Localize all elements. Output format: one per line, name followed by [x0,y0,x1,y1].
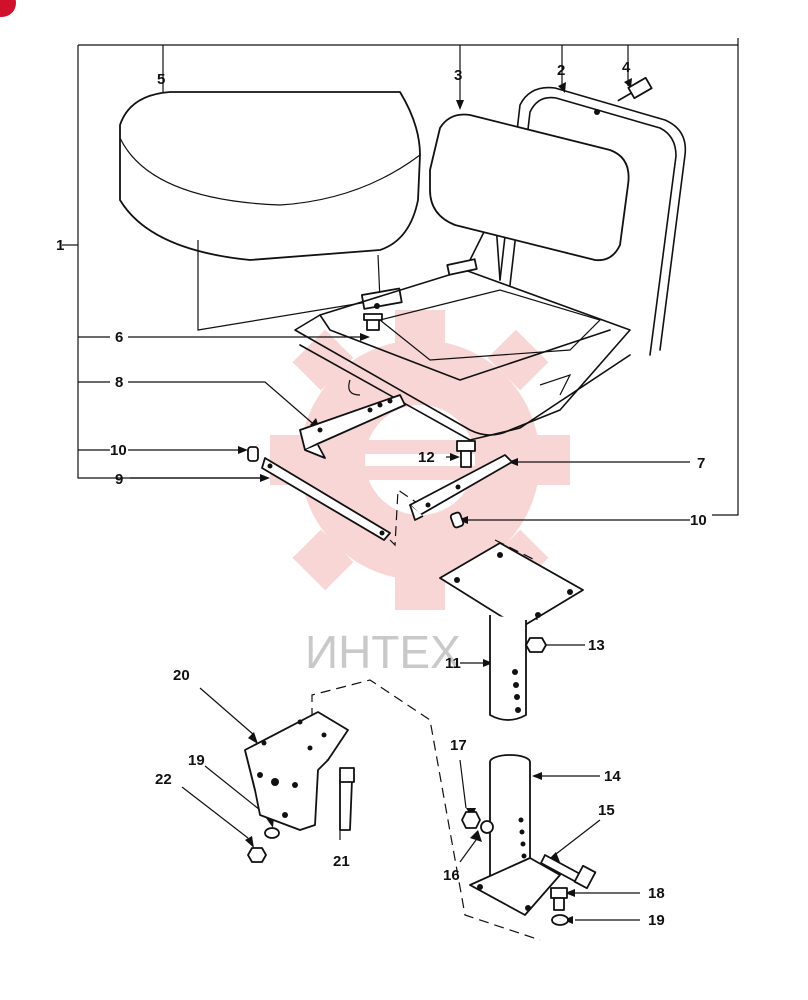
callout-5: 5 [157,71,165,88]
callout-12: 12 [418,449,435,466]
callout-20: 20 [173,667,190,684]
callout-10-left: 10 [110,442,127,459]
washer-16 [480,820,494,834]
dashed-guide-20 [311,679,541,941]
callout-4: 4 [622,59,631,76]
callout-7: 7 [697,455,705,472]
bolt-12 [456,440,476,468]
pin-10-left [247,446,259,462]
callout-9: 9 [115,471,123,488]
nut-17 [461,811,481,829]
callout-22: 22 [155,771,172,788]
bracket-7 [409,454,513,521]
callout-6: 6 [115,329,123,346]
washer-19-right [551,914,569,926]
callout-14: 14 [604,768,621,785]
washer-19-left [264,827,280,839]
callout-1: 1 [56,237,64,254]
callout-16: 16 [443,867,460,884]
callout-2: 2 [557,62,565,79]
seat-cushion [119,91,421,331]
bolt-15 [540,854,597,890]
callout-19-right: 19 [648,912,665,929]
callout-8: 8 [115,374,123,391]
callout-13: 13 [588,637,605,654]
bracket-20 [244,711,349,831]
callout-15: 15 [598,802,615,819]
seat-frame [294,86,687,441]
corner-mark [0,0,16,17]
bar-9 [261,457,391,541]
watermark-text: ИНТЕХ [305,626,461,678]
callout-17: 17 [450,737,467,754]
callout-19-left: 19 [188,752,205,769]
socket-14 [469,754,561,916]
callout-21: 21 [333,853,350,870]
callout-11: 11 [445,655,461,672]
bolt-6 [363,313,383,331]
seat-post-11 [439,542,584,721]
callout-10-right: 10 [690,512,707,529]
callout-3: 3 [454,67,462,84]
assembly-bracket [62,38,739,516]
bolt-4 [617,76,653,102]
bolt-18 [550,887,568,911]
nut-13 [525,637,547,653]
callout-labels: 1 2 3 4 5 6 7 8 9 10 10 11 12 13 14 15 1… [56,59,707,929]
pin-10-right [449,511,465,529]
dashed-guide-9 [389,488,421,547]
bracket-8 [299,394,406,459]
bolt-21 [339,767,355,831]
nut-22 [247,847,267,863]
callout-18: 18 [648,885,665,902]
